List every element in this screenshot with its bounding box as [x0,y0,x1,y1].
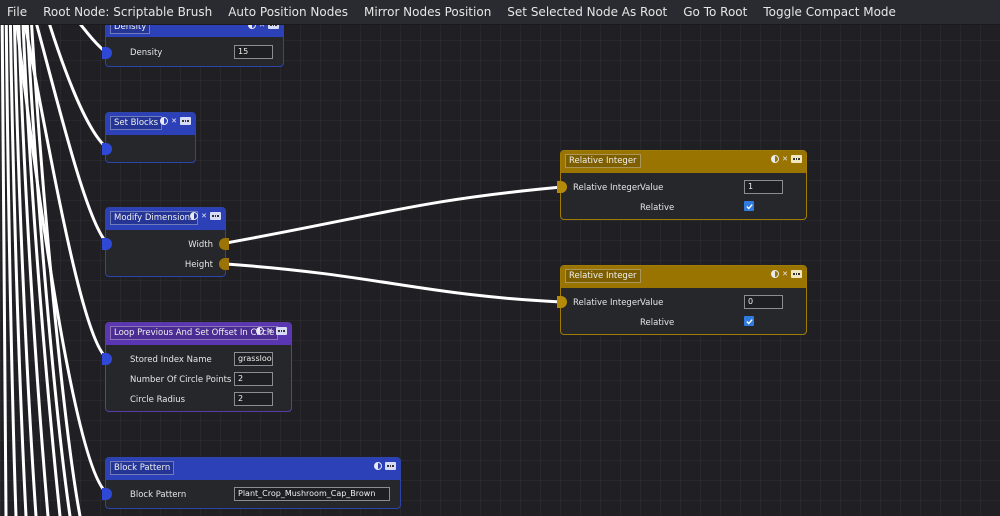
relative-integer-node-2[interactable]: Relative Integer ✕ Relative Integer Valu… [557,265,807,335]
wire-bundle-4 [12,0,38,516]
loop-circle-node[interactable]: Loop Previous And Set Offset In Circle ✕… [102,322,292,412]
menu-go-to-root[interactable]: Go To Root [683,5,748,19]
circle-points-label: Number Of Circle Points [130,375,232,385]
height-output-port[interactable] [219,258,229,270]
relative-integer-node-2-header[interactable]: Relative Integer ✕ [561,266,806,288]
menu-bar: File Root Node: Scriptable Brush Auto Po… [0,0,1000,25]
more-options-icon[interactable] [385,462,396,470]
relative-integer-input-label: Relative Integer [573,298,641,308]
menu-root-node[interactable]: Root Node: Scriptable Brush [43,5,213,19]
relative-label: Relative [640,318,675,328]
loop-circle-node-header[interactable]: Loop Previous And Set Offset In Circle ✕ [106,323,291,345]
more-options-icon[interactable] [791,270,802,278]
density-label: Density [130,48,163,58]
menu-auto-position-nodes[interactable]: Auto Position Nodes [228,5,349,19]
menu-mirror-nodes-position[interactable]: Mirror Nodes Position [364,5,492,19]
input-port[interactable] [102,353,112,365]
circle-points-field[interactable]: 2 [234,372,273,386]
toggle-icon[interactable] [771,270,780,278]
toggle-icon[interactable] [256,327,265,335]
block-pattern-label: Block Pattern [130,490,187,500]
value-label: Value [640,183,664,193]
node-title: Set Blocks [110,116,163,130]
toggle-icon[interactable] [374,462,382,470]
close-icon[interactable]: ✕ [782,155,788,163]
close-icon[interactable]: ✕ [259,21,265,29]
node-title: Relative Integer [565,154,641,168]
toggle-icon[interactable] [771,155,780,163]
width-output-label: Width [188,240,213,250]
block-pattern-field[interactable]: Plant_Crop_Mushroom_Cap_Brown [234,487,390,501]
stored-index-field[interactable]: grassloop [234,352,273,366]
menu-set-selected-node-as-root[interactable]: Set Selected Node As Root [507,5,668,19]
input-port[interactable] [102,47,112,59]
close-icon[interactable]: ✕ [267,327,273,335]
wire-bundle-5 [16,0,50,516]
more-options-icon[interactable] [276,327,287,335]
node-title: Block Pattern [110,461,175,475]
wire-bundle-2 [4,0,18,516]
relative-checkbox[interactable] [744,201,754,211]
relative-label: Relative [640,203,675,213]
input-port[interactable] [102,238,112,250]
close-icon[interactable]: ✕ [171,117,177,125]
input-port[interactable] [557,181,567,193]
wire-to-modify-dimensions [28,0,109,245]
more-options-icon[interactable] [180,117,191,125]
more-options-icon[interactable] [791,155,802,163]
close-icon[interactable]: ✕ [782,270,788,278]
stored-index-label: Stored Index Name [130,355,212,365]
node-title: Relative Integer [565,269,641,283]
width-output-port[interactable] [219,238,229,250]
circle-radius-label: Circle Radius [130,395,186,405]
wire-width-to-relative-integer-1 [224,185,564,245]
more-options-icon[interactable] [268,21,279,29]
modify-dimensions-node-header[interactable]: Modify Dimensions ✕ [106,208,225,230]
wire-bundle-3 [8,0,28,516]
set-blocks-node-header[interactable]: Set Blocks ✕ [106,113,195,135]
wire-height-to-relative-integer-2 [224,262,564,304]
node-title: Modify Dimensions [110,211,199,225]
set-blocks-node[interactable]: Set Blocks ✕ [102,112,196,163]
relative-integer-node-1[interactable]: Relative Integer ✕ Relative Integer Valu… [557,150,807,220]
wire-bundle-8 [28,0,82,516]
value-field[interactable]: 1 [744,180,783,194]
relative-checkbox[interactable] [744,316,754,326]
wire-to-loop-circle [18,0,109,360]
input-port[interactable] [557,296,567,308]
input-port[interactable] [102,488,112,500]
density-field[interactable]: 15 [234,45,273,59]
check-icon [745,318,753,324]
toggle-icon[interactable] [190,212,199,220]
close-icon[interactable]: ✕ [201,212,207,220]
height-output-label: Height [184,260,213,270]
modify-dimensions-node[interactable]: Modify Dimensions ✕ Width Height [102,207,229,277]
value-field[interactable]: 0 [744,295,783,309]
relative-integer-node-1-header[interactable]: Relative Integer ✕ [561,151,806,173]
relative-integer-input-label: Relative Integer [573,183,641,193]
menu-toggle-compact-mode[interactable]: Toggle Compact Mode [763,5,896,19]
block-pattern-node[interactable]: Block Pattern Block Pattern Plant_Crop_M… [102,457,401,509]
value-label: Value [640,298,664,308]
wire-bundle-6 [20,0,62,516]
menu-file[interactable]: File [7,5,28,19]
more-options-icon[interactable] [210,212,221,220]
check-icon [745,203,753,209]
input-port[interactable] [102,143,112,155]
wire-to-block-pattern [12,0,109,495]
circle-radius-field[interactable]: 2 [234,392,273,406]
wire-bundle-1 [0,0,8,516]
toggle-icon[interactable] [160,117,169,125]
wire-bundle-7 [24,0,72,516]
node-title: Loop Previous And Set Offset In Circle [110,326,279,340]
block-pattern-node-header[interactable]: Block Pattern [106,458,400,480]
